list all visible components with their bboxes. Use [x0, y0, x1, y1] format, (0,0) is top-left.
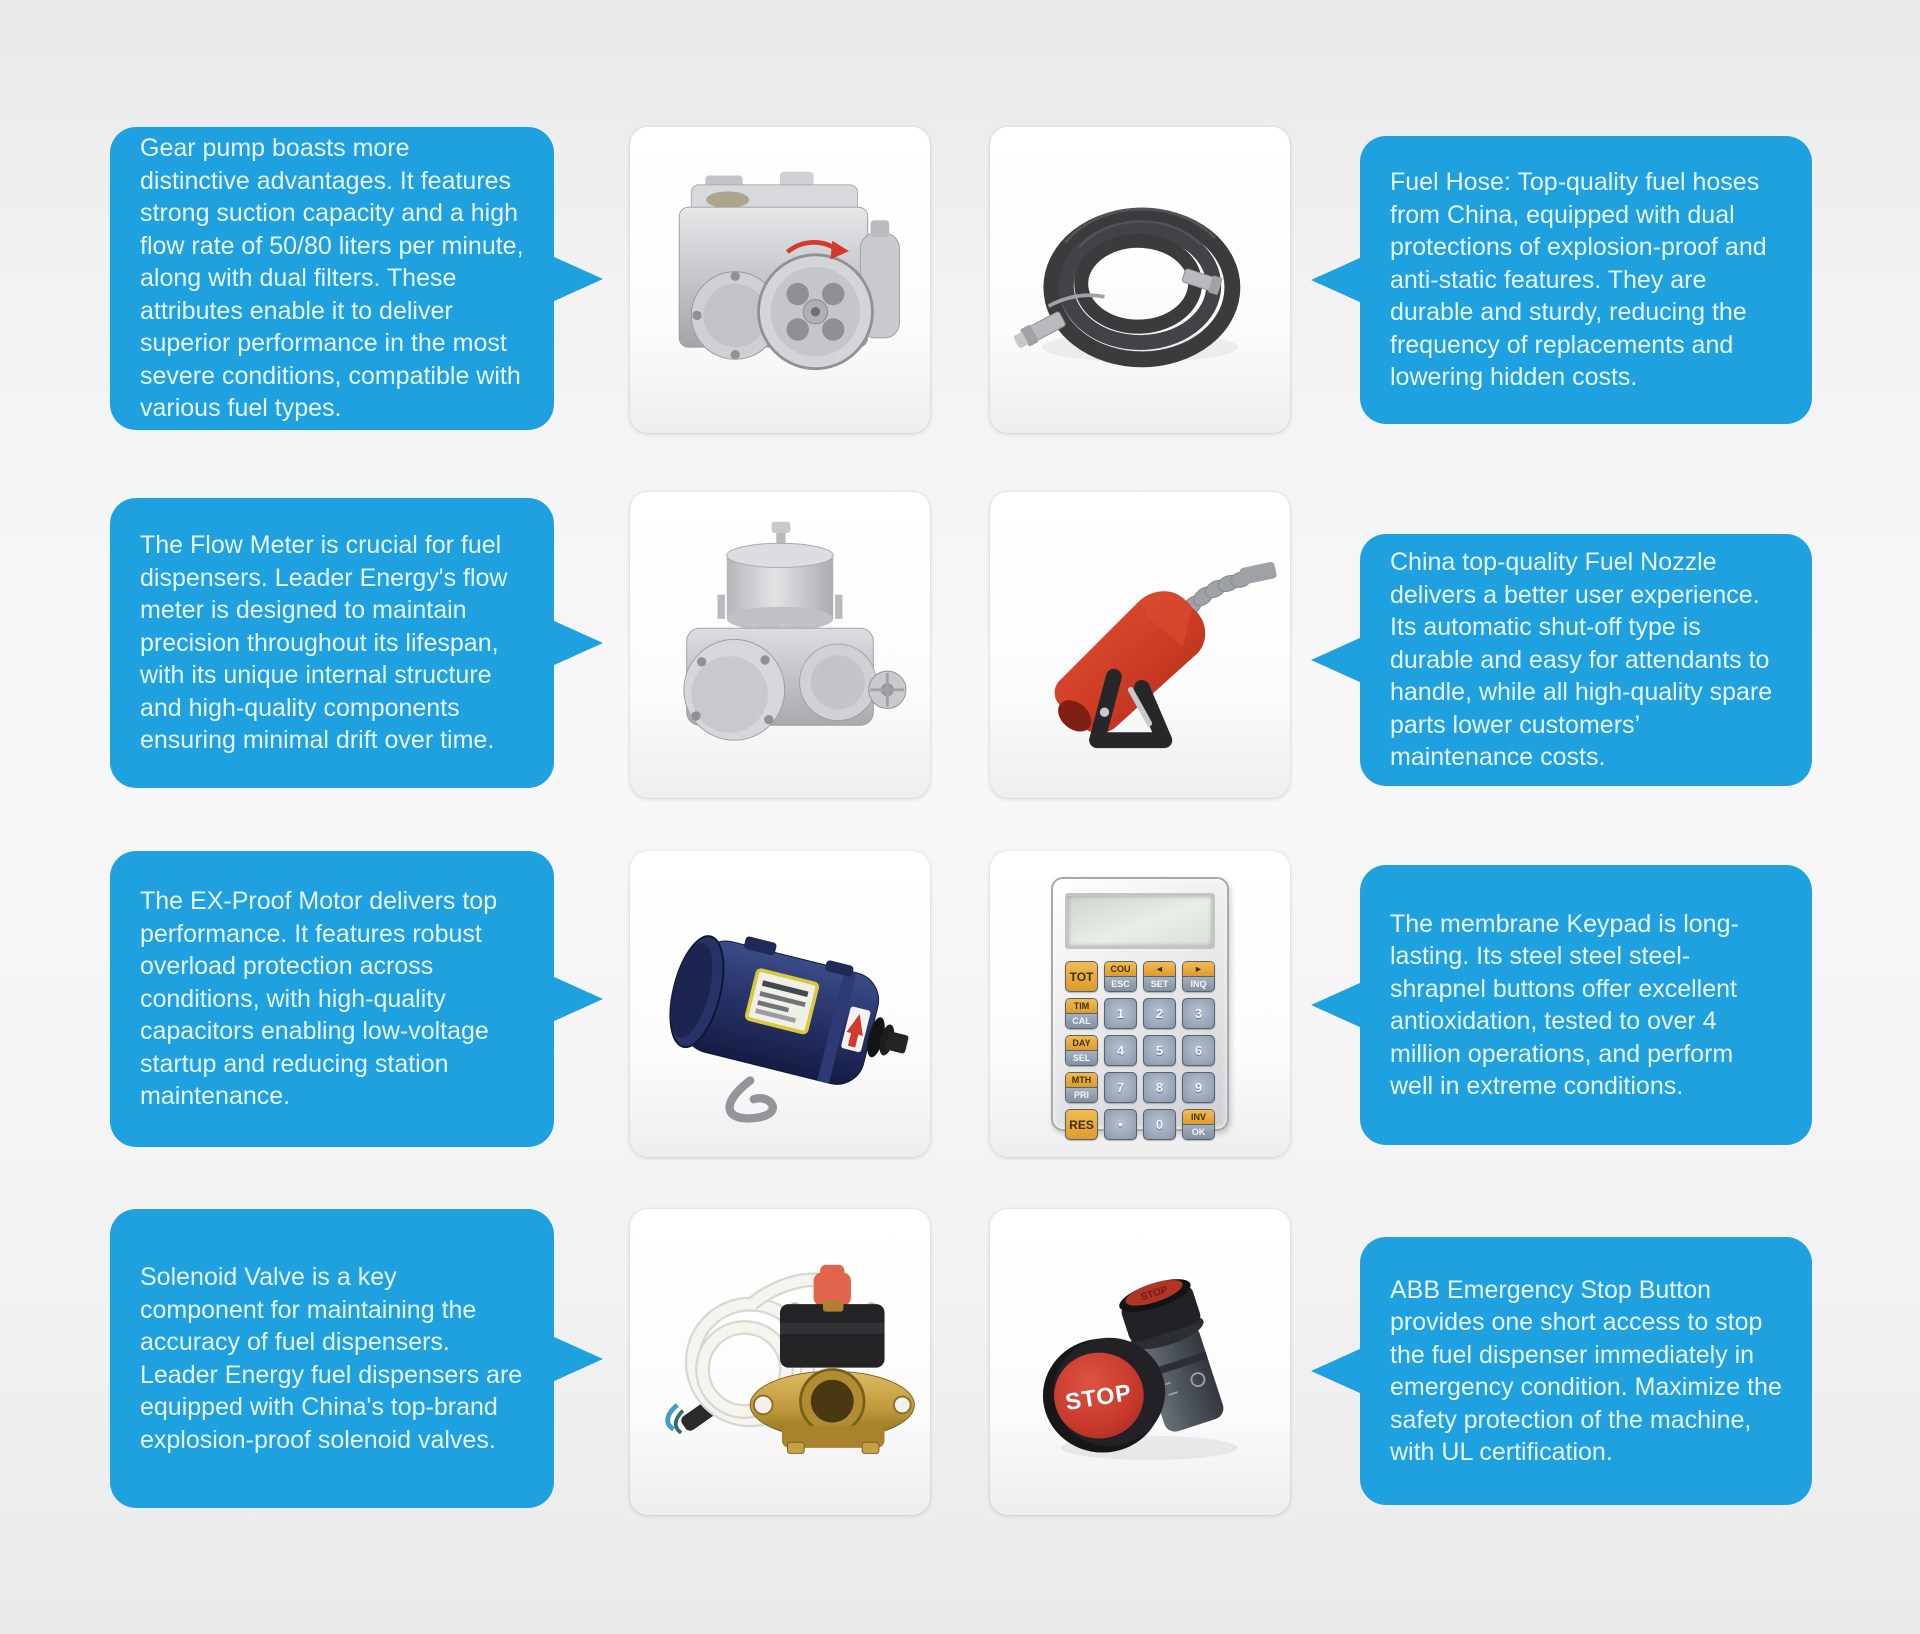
- keypad-button: •: [1104, 1109, 1137, 1140]
- callout-tail-left-icon: [1311, 257, 1362, 303]
- key-label: •: [1118, 1117, 1123, 1132]
- keypad-button: TOT: [1065, 961, 1098, 992]
- key-label: 4: [1116, 1043, 1125, 1058]
- feature-row-2: The Flow Meter is crucial for fuel dispe…: [0, 492, 1920, 804]
- callout-tail-left-icon: [1311, 982, 1362, 1028]
- key-label: 6: [1194, 1043, 1203, 1058]
- flow-meter-image-card: [630, 492, 930, 798]
- keypad-button: ◄SET: [1143, 961, 1176, 992]
- keypad-button: 1: [1104, 998, 1137, 1029]
- feature-row-1: Gear pump boasts more distinctive advant…: [0, 127, 1920, 439]
- key-label: PRI: [1066, 1087, 1097, 1102]
- key-label: DAY: [1066, 1036, 1097, 1050]
- fuel-hose-callout: Fuel Hose: Top-quality fuel hoses from C…: [1311, 136, 1812, 424]
- gear-pump-callout: Gear pump boasts more distinctive advant…: [110, 127, 603, 430]
- flow-meter-callout-text: The Flow Meter is crucial for fuel dispe…: [140, 531, 508, 755]
- key-label: CAL: [1066, 1013, 1097, 1028]
- gear-pump-callout-text: Gear pump boasts more distinctive advant…: [140, 134, 524, 423]
- key-label: MTH: [1066, 1073, 1097, 1087]
- keypad-button: 3: [1182, 998, 1215, 1029]
- key-label: RES: [1069, 1117, 1094, 1132]
- solenoid-valve-callout-text: Solenoid Valve is a key component for ma…: [140, 1263, 523, 1454]
- callout-tail-right-icon: [552, 976, 603, 1022]
- ex-proof-motor-image: [669, 935, 909, 1123]
- fuel-nozzle-image: [1054, 561, 1277, 749]
- emergency-stop-callout: ABB Emergency Stop Button provides one s…: [1311, 1237, 1812, 1505]
- callout-tail-left-icon: [1311, 1348, 1362, 1394]
- membrane-keypad-callout: The membrane Keypad is long-lasting. Its…: [1311, 865, 1812, 1145]
- keypad-button: RES: [1065, 1109, 1098, 1140]
- keypad-button: 0: [1143, 1109, 1176, 1140]
- keypad-button: ►INQ: [1182, 961, 1215, 992]
- membrane-keypad-callout-text: The membrane Keypad is long-lasting. Its…: [1390, 909, 1739, 1101]
- keypad-button: 8: [1143, 1072, 1176, 1103]
- key-label: TOT: [1069, 969, 1094, 984]
- solenoid-valve-image-card: [630, 1209, 930, 1515]
- key-label: COU: [1105, 962, 1136, 976]
- key-label: ESC: [1105, 976, 1136, 991]
- key-label: 8: [1155, 1080, 1164, 1095]
- key-label: INQ: [1183, 976, 1214, 991]
- flow-meter-callout: The Flow Meter is crucial for fuel dispe…: [110, 498, 603, 788]
- callout-tail-right-icon: [552, 255, 603, 302]
- solenoid-valve-callout: Solenoid Valve is a key component for ma…: [110, 1209, 603, 1508]
- solenoid-valve-image: [665, 1264, 915, 1454]
- gear-pump-image-card: [630, 127, 930, 433]
- fuel-nozzle-image-card: [990, 492, 1290, 798]
- fuel-nozzle-callout: China top-quality Fuel Nozzle delivers a…: [1311, 534, 1812, 786]
- emergency-stop-callout-text: ABB Emergency Stop Button provides one s…: [1390, 1275, 1782, 1467]
- key-label: 0: [1155, 1117, 1164, 1132]
- key-label: 9: [1194, 1080, 1203, 1095]
- key-label: 5: [1155, 1043, 1164, 1058]
- fuel-hose-image: [1013, 207, 1241, 368]
- emergency-stop-image-card: STOP STOP: [990, 1209, 1290, 1515]
- gear-pump-image: [678, 171, 900, 371]
- keypad-button: 9: [1182, 1072, 1215, 1103]
- keypad-button: 4: [1104, 1035, 1137, 1066]
- callout-tail-left-icon: [1311, 637, 1362, 683]
- feature-row-3: The EX-Proof Motor delivers top performa…: [0, 851, 1920, 1163]
- key-label: SEL: [1066, 1050, 1097, 1065]
- key-label: OK: [1183, 1124, 1214, 1139]
- fuel-hose-callout-text: Fuel Hose: Top-quality fuel hoses from C…: [1390, 168, 1767, 392]
- keypad-button: 2: [1143, 998, 1176, 1029]
- ex-proof-motor-callout-text: The EX-Proof Motor delivers top performa…: [140, 887, 498, 1111]
- key-label: 3: [1194, 1006, 1203, 1021]
- keypad-button: 5: [1143, 1035, 1176, 1066]
- key-label: ◄: [1144, 962, 1175, 976]
- keypad-button: 7: [1104, 1072, 1137, 1103]
- callout-tail-right-icon: [552, 620, 603, 666]
- flow-meter-image: [683, 521, 907, 741]
- key-label: ►: [1183, 962, 1214, 976]
- key-label: 7: [1116, 1080, 1125, 1095]
- key-label: INV: [1183, 1110, 1214, 1124]
- callout-tail-right-icon: [552, 1335, 603, 1382]
- key-label: 1: [1116, 1006, 1125, 1021]
- feature-row-4: Solenoid Valve is a key component for ma…: [0, 1209, 1920, 1521]
- key-label: TIM: [1066, 999, 1097, 1013]
- key-label: SET: [1144, 976, 1175, 991]
- key-label: 2: [1155, 1006, 1164, 1021]
- emergency-stop-image: STOP STOP: [1042, 1279, 1238, 1460]
- fuel-nozzle-callout-text: China top-quality Fuel Nozzle delivers a…: [1390, 548, 1773, 772]
- ex-proof-motor-callout: The EX-Proof Motor delivers top performa…: [110, 851, 603, 1147]
- fuel-hose-image-card: [990, 127, 1290, 433]
- keypad-button: 6: [1182, 1035, 1215, 1066]
- keypad-lcd-screen: [1065, 893, 1215, 949]
- ex-proof-motor-image-card: [630, 851, 930, 1157]
